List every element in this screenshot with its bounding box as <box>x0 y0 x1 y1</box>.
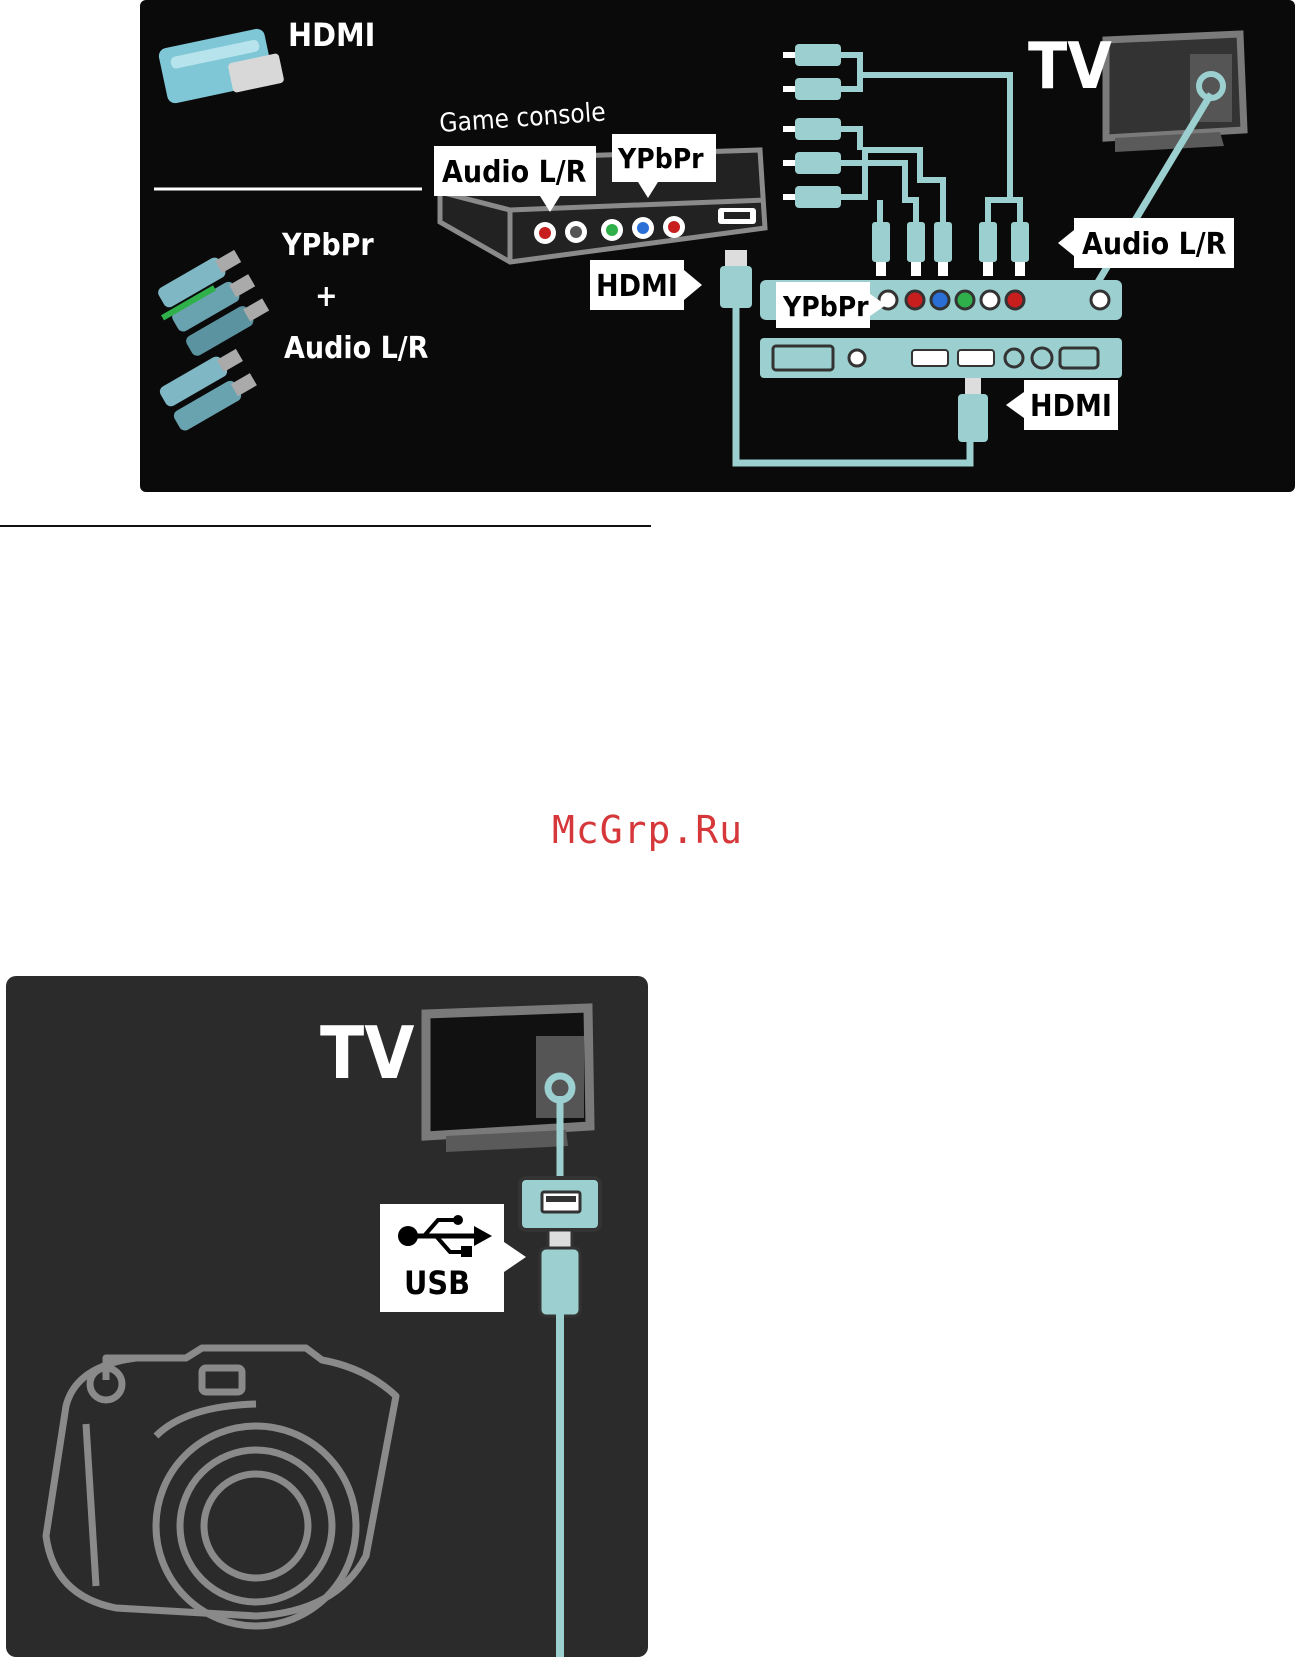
watermark-text: McGrp.Ru <box>0 808 1295 852</box>
legend-ypbpr-label: YPbPr <box>281 228 374 263</box>
tv-rear-panel <box>760 338 1122 378</box>
tv-usb-port <box>520 1178 600 1230</box>
console-ypbpr-jacks <box>601 216 685 241</box>
svg-text:HDMI: HDMI <box>596 269 678 304</box>
console-hdmi-port <box>718 208 756 224</box>
svg-text:Audio L/R: Audio L/R <box>1082 227 1227 262</box>
tv-title: TV <box>1028 30 1112 104</box>
tv-audio-callout: Audio L/R <box>1058 218 1234 268</box>
tv-icon <box>1106 34 1244 152</box>
svg-text:YPbPr: YPbPr <box>782 290 869 323</box>
legend-hdmi-label: HDMI <box>288 16 375 54</box>
legend-audio-label: Audio L/R <box>284 331 429 366</box>
tv-title: TV <box>320 1011 414 1095</box>
section-divider <box>0 525 651 527</box>
game-console-connection-diagram: HDMI YPbPr + Audio L/R Game console <box>140 0 1295 492</box>
usb-label: USB <box>404 1264 470 1302</box>
tv-ypbpr-callout: YPbPr <box>776 282 886 328</box>
camera-usb-connection-diagram: TV USB <box>6 976 648 1657</box>
svg-text:YPbPr: YPbPr <box>617 142 704 175</box>
legend-plus-sign: + <box>315 279 338 314</box>
svg-text:HDMI: HDMI <box>1030 389 1112 424</box>
svg-text:Audio L/R: Audio L/R <box>442 155 587 190</box>
